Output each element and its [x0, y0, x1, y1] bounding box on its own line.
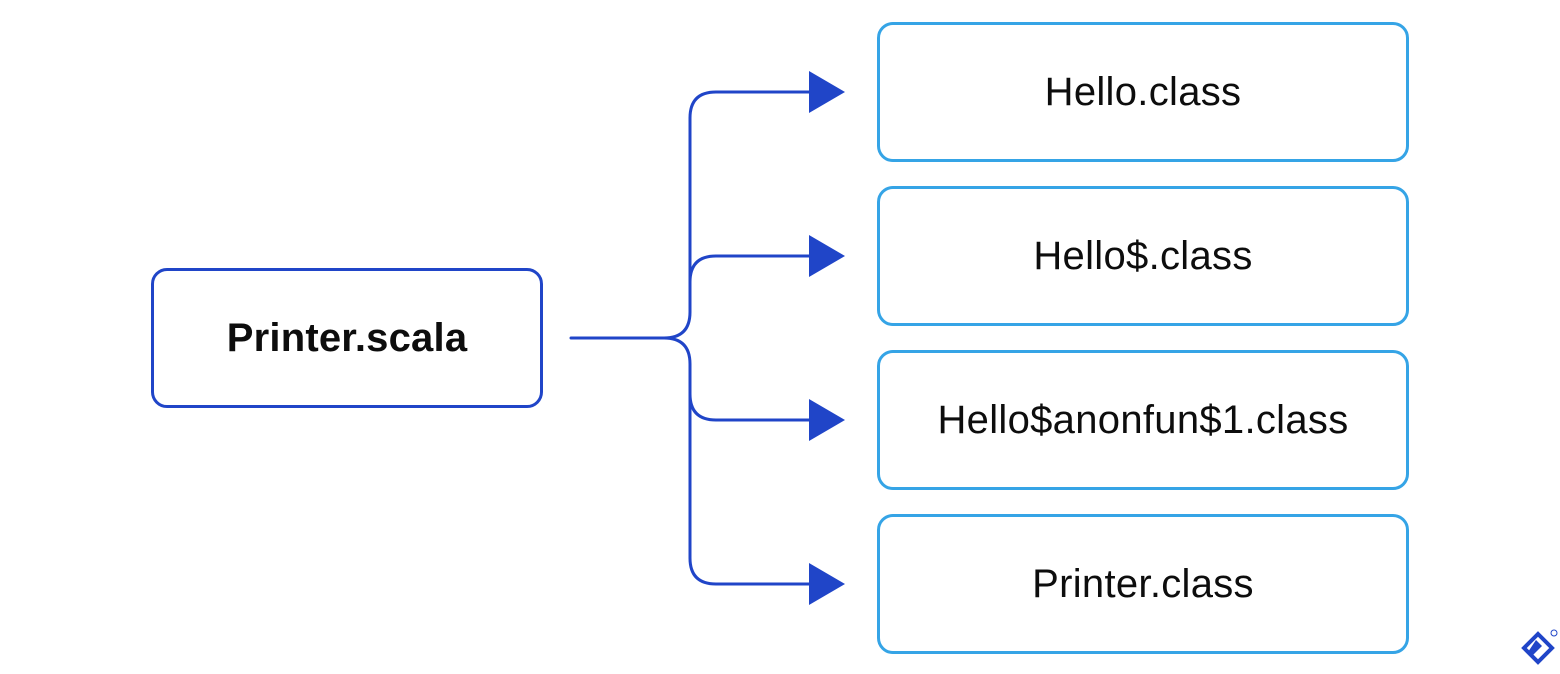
output-file-node: Hello.class — [877, 22, 1409, 162]
connector-branch-3 — [688, 392, 814, 422]
arrowhead-2 — [809, 235, 845, 277]
connector-branch-lower — [662, 336, 814, 586]
output-file-node: Hello$anonfun$1.class — [877, 350, 1409, 490]
connector-trunk — [569, 90, 814, 340]
arrowhead-3 — [809, 399, 845, 441]
output-file-label: Printer.class — [1032, 561, 1254, 606]
source-file-label: Printer.scala — [226, 315, 468, 360]
output-file-node: Printer.class — [877, 514, 1409, 654]
arrowhead-1 — [809, 71, 845, 113]
output-file-label: Hello$.class — [1033, 233, 1253, 278]
arrowhead-4 — [809, 563, 845, 605]
connector-branch-2 — [688, 254, 814, 284]
toptal-logo-icon — [1521, 629, 1558, 665]
source-file-node: Printer.scala — [151, 268, 543, 408]
output-file-label: Hello.class — [1044, 69, 1242, 114]
output-file-label: Hello$anonfun$1.class — [937, 397, 1349, 442]
output-file-node: Hello$.class — [877, 186, 1409, 326]
